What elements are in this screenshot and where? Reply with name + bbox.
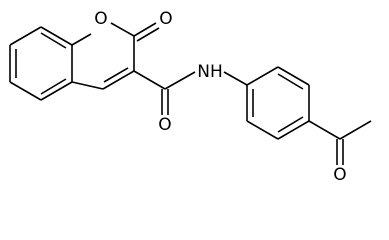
pyranone-ring	[71, 22, 135, 90]
bond	[136, 27, 160, 42]
bond	[40, 26, 73, 46]
bond	[164, 71, 196, 90]
bond	[277, 116, 304, 133]
structure-canvas: O O NH O O	[9, 9, 372, 185]
benzo-ring	[9, 26, 73, 101]
chemical-structure: O O NH O O	[9, 9, 372, 185]
ketone-oxygen-label: O	[333, 165, 346, 185]
bond	[223, 71, 248, 86]
bond	[110, 22, 135, 37]
bond	[308, 120, 341, 140]
bond	[102, 70, 135, 90]
amide-oxygen-label: O	[158, 115, 171, 135]
phenyl-ring	[246, 66, 310, 140]
ring-oxygen-label: O	[94, 9, 107, 29]
bond	[339, 120, 372, 140]
bond	[40, 32, 67, 49]
amide-nitrogen-label: NH	[197, 62, 223, 82]
bond	[71, 81, 104, 90]
bond	[277, 73, 304, 90]
bond	[277, 66, 310, 86]
bond	[71, 33, 92, 46]
bond	[40, 81, 73, 101]
lactone-carbonyl-oxygen-label: O	[159, 9, 172, 29]
bond	[246, 66, 279, 86]
amide-group	[133, 70, 248, 115]
bond	[103, 67, 129, 83]
bond	[133, 70, 166, 90]
bond	[9, 81, 42, 101]
acetyl-group	[308, 120, 372, 165]
bond	[133, 22, 157, 37]
bond	[246, 120, 279, 140]
bond	[9, 26, 42, 46]
bond	[40, 78, 67, 95]
bond	[277, 120, 310, 140]
lactone-carbonyl	[133, 22, 160, 42]
